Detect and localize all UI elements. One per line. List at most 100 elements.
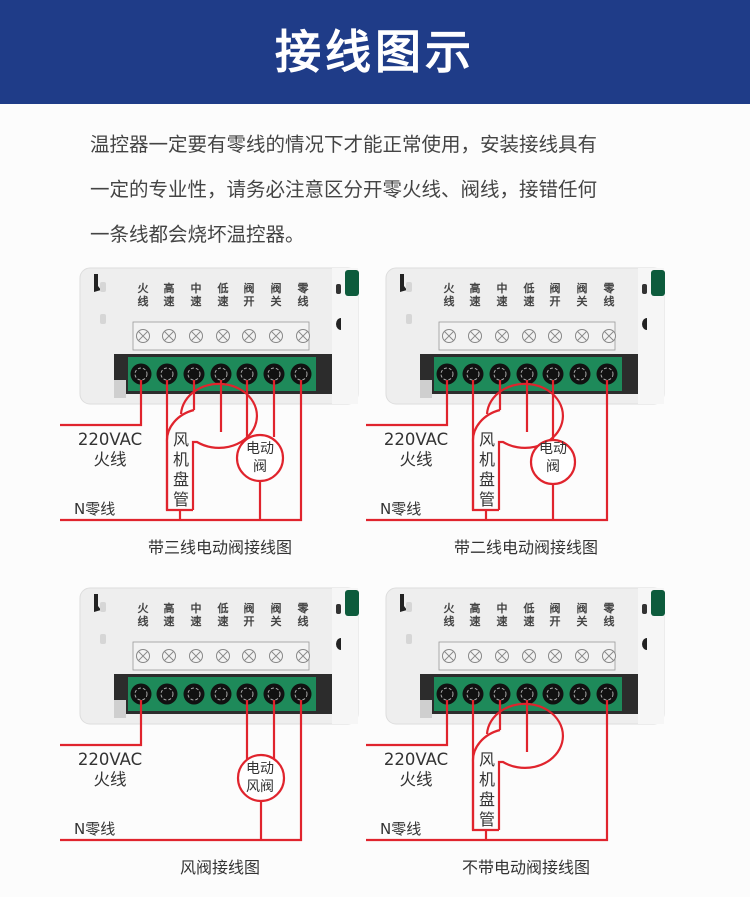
terminal-label-bottom: 关	[270, 615, 282, 628]
diagram-caption: 不带电动阀接线图	[461, 858, 590, 877]
terminal-label-top: 高	[163, 602, 175, 615]
valve-label: 电动	[246, 761, 274, 777]
terminal-label-bottom: 速	[496, 295, 508, 308]
fan-coil-label: 盘	[478, 470, 495, 489]
terminal-label-top: 阀	[243, 602, 255, 615]
fan-coil-label: 机	[172, 450, 189, 469]
terminal-label-top: 火	[443, 282, 455, 295]
terminal-label-top: 阀	[270, 602, 282, 615]
hot-wire-label: 火线	[399, 770, 433, 789]
terminal-label-bottom: 关	[270, 295, 282, 308]
terminal-label-bottom: 线	[443, 295, 455, 308]
thermostat-back-panel	[79, 267, 359, 405]
neutral-wire-label: N零线	[380, 500, 422, 518]
terminal-label-top: 低	[523, 602, 535, 615]
neutral-wire-label: N零线	[74, 500, 116, 518]
wire-group	[366, 380, 609, 522]
terminal-label-bottom: 线	[443, 615, 455, 628]
intro-line: 一定的专业性，请务必注意区分开零火线、阀线，接错任何	[90, 178, 598, 201]
fan-coil-label: 机	[478, 450, 495, 469]
terminal-label-top: 阀	[576, 282, 588, 295]
hot-wire-label: 火线	[399, 450, 433, 469]
terminal-label-top: 高	[469, 602, 481, 615]
fan-coil-label: 机	[478, 770, 495, 789]
fan-coil-label: 风	[478, 750, 495, 769]
thermostat-back-panel	[385, 267, 665, 405]
terminal-label-top: 中	[496, 282, 508, 295]
terminal-label-bottom: 开	[549, 295, 561, 308]
intro-line: 一条线都会烧坏温控器。	[90, 223, 305, 246]
wiring-schematic	[366, 587, 665, 842]
terminal-label-bottom: 速	[217, 615, 229, 628]
terminal-label-bottom: 速	[496, 615, 508, 628]
wiring-schematic	[366, 267, 665, 522]
fan-coil-label: 管	[478, 490, 495, 509]
fan-coil-label: 管	[478, 810, 495, 829]
neutral-wire-label: N零线	[380, 820, 422, 838]
hot-wire-voltage-label: 220VAC	[77, 430, 143, 449]
terminal-label-bottom: 速	[469, 615, 481, 628]
wire-group	[60, 380, 303, 522]
header-banner: 接线图示	[0, 0, 750, 104]
terminal-label-top: 零	[297, 282, 309, 295]
wiring-schematic	[60, 587, 359, 842]
terminal-label-bottom: 关	[576, 615, 588, 628]
terminal-label-bottom: 线	[137, 615, 149, 628]
terminal-label-top: 低	[217, 602, 229, 615]
terminal-label-top: 火	[443, 602, 455, 615]
thermostat-back-panel	[385, 587, 665, 725]
terminal-label-top: 阀	[243, 282, 255, 295]
terminal-label-bottom: 线	[603, 295, 615, 308]
terminal-label-top: 中	[496, 602, 508, 615]
fan-coil-label: 风	[478, 430, 495, 449]
terminal-label-top: 火	[137, 602, 149, 615]
valve-label: 风阀	[246, 779, 274, 795]
hot-wire-voltage-label: 220VAC	[77, 750, 143, 769]
diagram-caption: 风阀接线图	[179, 858, 260, 877]
hot-wire-label: 火线	[93, 450, 127, 469]
terminal-label-bottom: 速	[163, 295, 175, 308]
terminal-label-top: 高	[163, 282, 175, 295]
terminal-label-top: 中	[190, 602, 202, 615]
intro-line: 温控器一定要有零线的情况下才能正常使用，安装接线具有	[90, 133, 598, 156]
wire-group	[366, 700, 609, 842]
terminal-label-bottom: 速	[217, 295, 229, 308]
wiring-schematic	[60, 267, 359, 522]
terminal-label-bottom: 速	[469, 295, 481, 308]
terminal-label-top: 阀	[576, 602, 588, 615]
valve-label: 阀	[253, 459, 267, 475]
terminal-label-top: 高	[469, 282, 481, 295]
terminal-label-bottom: 速	[523, 615, 535, 628]
fan-coil-label: 盘	[172, 470, 189, 489]
terminal-label-bottom: 关	[576, 295, 588, 308]
valve-label: 电动	[539, 441, 567, 457]
terminal-label-bottom: 开	[243, 615, 255, 628]
hot-wire-voltage-label: 220VAC	[383, 750, 449, 769]
wire-group	[60, 700, 303, 842]
terminal-label-bottom: 线	[297, 615, 309, 628]
terminal-label-top: 零	[297, 602, 309, 615]
terminal-label-top: 阀	[549, 602, 561, 615]
terminal-label-top: 火	[137, 282, 149, 295]
fan-coil-label: 盘	[478, 790, 495, 809]
terminal-label-top: 零	[603, 602, 615, 615]
terminal-label-bottom: 速	[163, 615, 175, 628]
fan-coil-label: 管	[172, 490, 189, 509]
terminal-label-top: 中	[190, 282, 202, 295]
valve-label: 阀	[546, 459, 560, 475]
terminal-label-bottom: 开	[243, 295, 255, 308]
hot-wire-label: 火线	[93, 770, 127, 789]
valve-label: 电动	[246, 441, 274, 457]
fan-coil-label: 风	[172, 430, 189, 449]
terminal-label-top: 零	[603, 282, 615, 295]
thermostat-back-panel	[79, 587, 359, 725]
terminal-label-bottom: 速	[523, 295, 535, 308]
terminal-label-top: 阀	[270, 282, 282, 295]
hot-wire-voltage-label: 220VAC	[383, 430, 449, 449]
terminal-label-bottom: 开	[549, 615, 561, 628]
page-title: 接线图示	[275, 25, 475, 79]
